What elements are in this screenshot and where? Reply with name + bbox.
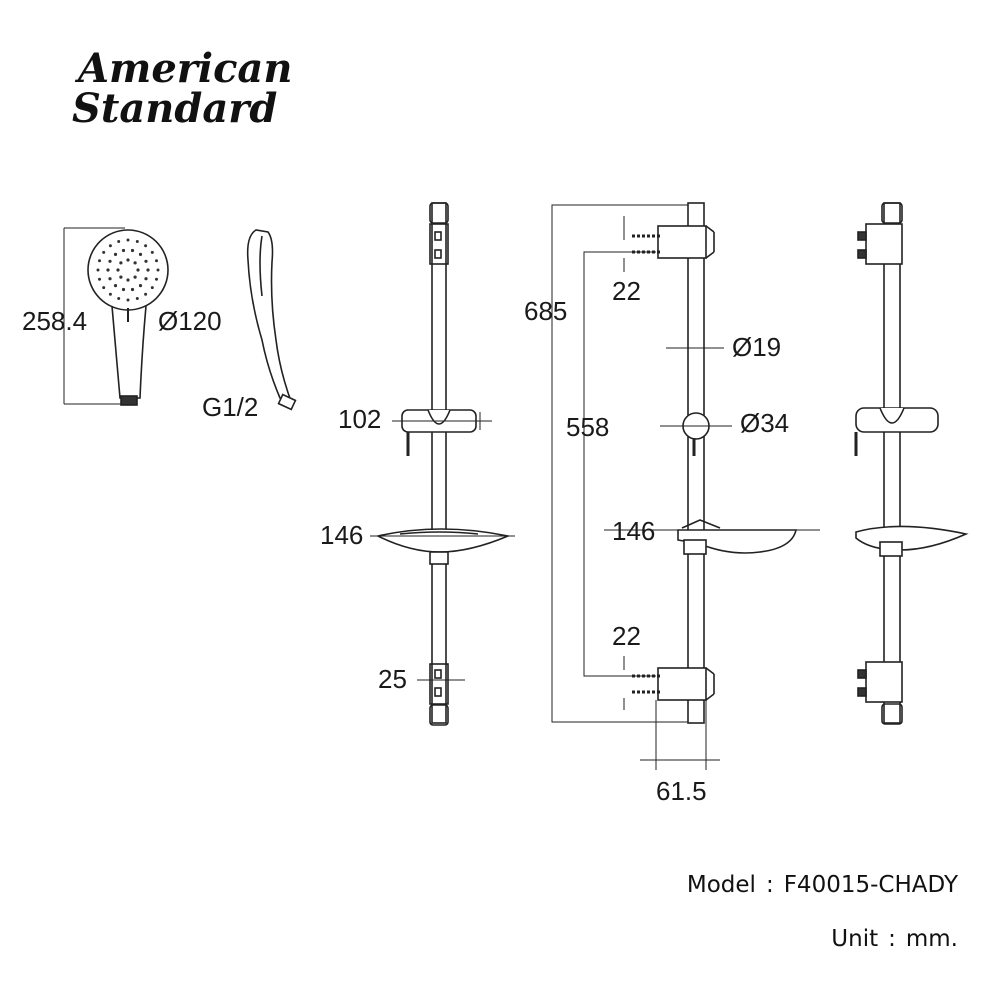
- model-value: F40015-CHADY: [783, 872, 958, 898]
- spray-nozzle-dot: [96, 268, 100, 272]
- spray-nozzle-dot: [138, 252, 143, 256]
- dim-handshower-diameter: Ø120: [158, 306, 222, 336]
- model-line: Model: F40015-CHADY: [687, 872, 958, 898]
- spray-nozzle-dot: [117, 297, 121, 300]
- spray-nozzle-dot: [108, 292, 112, 296]
- spray-nozzle-dot: [126, 258, 130, 262]
- brand-logo-line1: American: [74, 45, 292, 92]
- dim-soapdish-front: 146: [320, 520, 363, 550]
- spray-nozzle-dot: [116, 268, 120, 272]
- dim-rail-height: 685: [524, 296, 567, 326]
- dim-bracket-bottom: 22: [612, 621, 641, 651]
- spray-nozzle-dot: [144, 244, 148, 248]
- spray-nozzle-dot: [144, 292, 148, 296]
- dim-bracket-top: 22: [612, 276, 641, 306]
- dim-bracket-spacing: 558: [566, 412, 609, 442]
- brand-logo-line2: Standard: [72, 85, 277, 132]
- spray-nozzle-dot: [133, 275, 137, 279]
- dim-soapdish-side: 146: [612, 516, 655, 546]
- unit-line: Unit: mm.: [831, 926, 958, 952]
- spray-nozzle-dot: [108, 277, 112, 281]
- dim-bracket-offset: 25: [378, 664, 407, 694]
- spray-nozzle-dot: [98, 259, 101, 263]
- model-separator: :: [765, 872, 774, 898]
- spray-nozzle-dot: [136, 268, 140, 272]
- spray-nozzle-dot: [150, 250, 154, 254]
- spray-nozzle-dot: [126, 298, 130, 302]
- spray-nozzle-dot: [144, 277, 148, 281]
- spray-nozzle-dot: [155, 259, 158, 263]
- dim-rail-diameter: Ø19: [732, 332, 781, 362]
- dim-handshower-length: 258.4: [22, 306, 87, 336]
- spray-nozzle-dot: [126, 238, 130, 242]
- spray-nozzle-dot: [119, 261, 123, 265]
- spray-nozzle-dot: [102, 250, 106, 254]
- spray-nozzle-dot: [135, 240, 139, 243]
- spray-nozzle-dot: [98, 277, 101, 281]
- rail-front-dimensions: [370, 412, 515, 681]
- dim-holder-depth: 102: [338, 404, 381, 434]
- handshower-front-view: [63, 227, 169, 406]
- spray-nozzle-dot: [113, 252, 118, 256]
- spray-nozzle-dot: [130, 287, 135, 292]
- spray-nozzle-dot: [108, 244, 112, 248]
- dim-hose-thread: G1/2: [202, 392, 258, 422]
- rail-side-dimensions: [551, 204, 820, 770]
- spray-nozzle-dot: [121, 287, 126, 292]
- unit-value: mm.: [905, 926, 958, 952]
- spray-nozzle-dot: [108, 259, 112, 263]
- rail-side-view: [632, 202, 797, 724]
- dim-wall-projection: 61.5: [656, 776, 707, 806]
- spray-nozzle-dot: [144, 259, 148, 263]
- spray-nozzle-dot: [133, 261, 137, 265]
- spray-nozzle-dots: [96, 238, 160, 302]
- spray-nozzle-dot: [102, 286, 106, 290]
- spray-nozzle-dot: [146, 268, 150, 272]
- spray-nozzle-dot: [121, 248, 126, 253]
- spray-nozzle-dot: [130, 248, 135, 253]
- dimension-labels: 258.4 Ø120 G1/2 102 146 25 685 22 Ø19 55…: [22, 276, 789, 806]
- spray-nozzle-dot: [113, 284, 118, 288]
- spray-nozzle-dot: [155, 277, 158, 281]
- handshower-side-view: [246, 229, 297, 411]
- model-label: Model: [686, 872, 756, 898]
- unit-separator: :: [888, 926, 896, 952]
- spray-nozzle-dot: [135, 297, 139, 300]
- rail-front-view: [375, 202, 511, 726]
- spray-nozzle-dot: [119, 275, 123, 279]
- spray-nozzle-dot: [138, 284, 143, 288]
- spray-nozzle-dot: [156, 268, 160, 272]
- spray-nozzle-dot: [117, 240, 121, 243]
- unit-label: Unit: [831, 926, 879, 952]
- spray-nozzle-dot: [106, 268, 110, 272]
- rail-back-view: [854, 202, 969, 725]
- brand-logo: American Standard: [72, 45, 292, 132]
- dim-holder-diameter: Ø34: [740, 408, 789, 438]
- spray-nozzle-dot: [150, 286, 154, 290]
- spray-nozzle-dot: [126, 278, 130, 282]
